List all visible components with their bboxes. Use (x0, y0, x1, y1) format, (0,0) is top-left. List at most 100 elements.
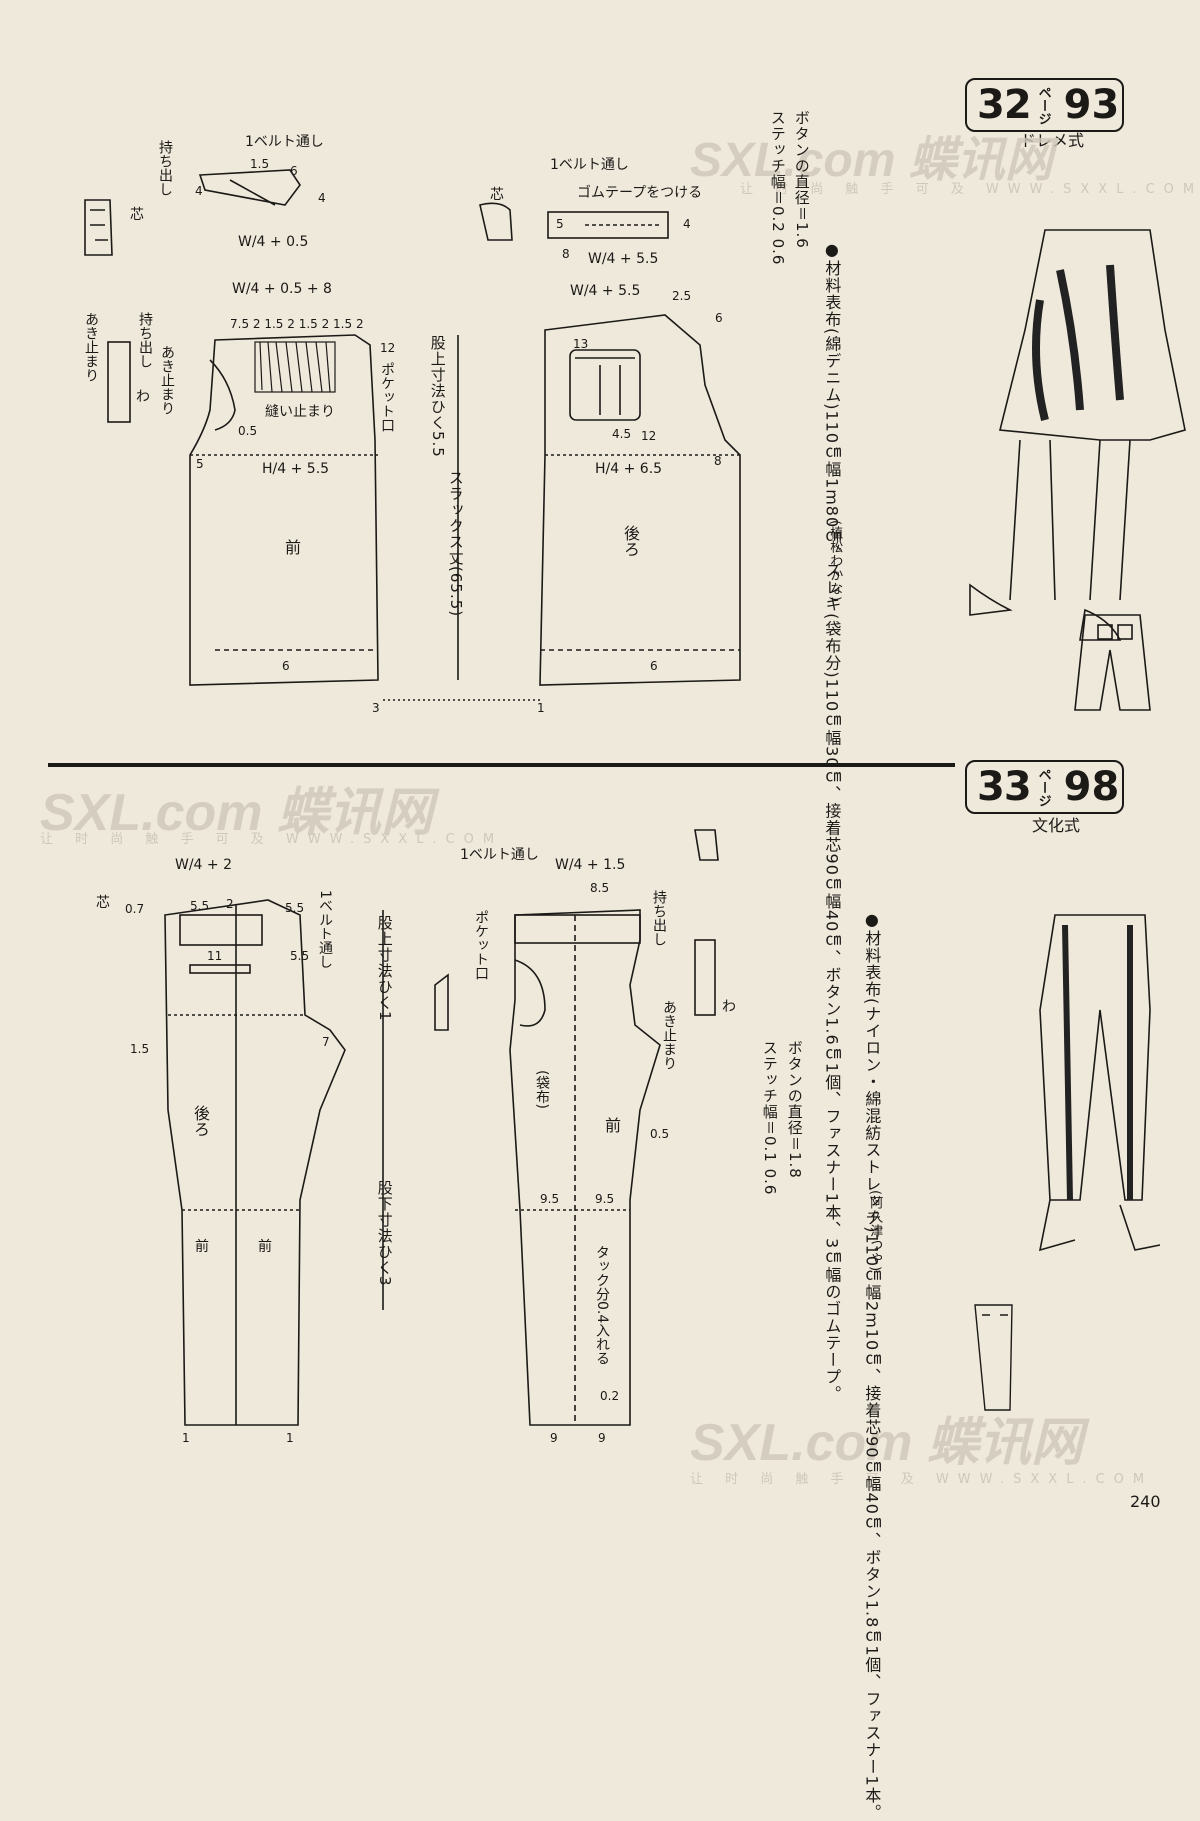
badge-33: 33 ページ 98 (965, 760, 1124, 814)
back-waist-formula-33: W/4 + 2 (175, 857, 233, 873)
dim-f-0-2: 0.2 (600, 1389, 620, 1403)
materials-32-text: 表布(綿デニム)110㎝幅1m80㎝、スレキ(袋布分)110㎝幅30㎝、接着芯9… (822, 294, 842, 1403)
dim-b-1-hem-right: 1 (286, 1431, 294, 1445)
page-number: 240 (1130, 1492, 1161, 1511)
belt-loop-33-left: 1ベルト通し (317, 890, 333, 969)
dim-b-1-hem-left: 1 (182, 1431, 190, 1445)
dim-b-2: 2 (226, 897, 234, 911)
label-akidomari-front: あき止まり (159, 345, 175, 415)
badge-32-page: 93 (1063, 82, 1120, 128)
pleat-dims-32: 7.5 2 1.5 2 1.5 2 1.5 2 (230, 317, 364, 331)
watermark-bottom: SXL.com 蝶讯网 (690, 1414, 1083, 1472)
bag-label-33: (袋布) (534, 1070, 550, 1109)
inseam-note-33: 股下寸法ひく3 (375, 1180, 394, 1287)
back-pattern-piece-33 (164, 899, 346, 1426)
label-akidomari-fly: あき止まり (83, 312, 99, 382)
dim-back-4-5: 4.5 (612, 427, 632, 441)
dim-f-0-5: 0.5 (650, 1127, 670, 1141)
materials-32: ●材料表布(綿デニム)110㎝幅1m80㎝、スレキ(袋布分)110㎝幅30㎝、接… (820, 240, 842, 1402)
label-mochidashi-front: 持ち出し (137, 312, 153, 368)
dim-4-belt-b: 4 (318, 191, 326, 205)
dim-back-12: 12 (641, 429, 657, 443)
back-waist-formula-32: W/4 + 5.5 (570, 283, 641, 299)
method-32: ドレメ式 (1020, 131, 1085, 150)
dim-back-1: 1 (537, 701, 545, 715)
shin-top-left: 芯 (130, 207, 144, 223)
dim-front-6: 6 (282, 659, 290, 673)
badge-33-page: 98 (1063, 764, 1120, 810)
materials-33-text: 表布(ナイロン・綿混紡ストレッチ)110㎝幅2m10㎝、接着芯90㎝幅40㎝、ボ… (862, 964, 882, 1821)
watermark-bottom-sub: 让 时 尚 触 手 可 及 WWW.SXXL.COM (690, 1472, 1154, 1487)
badge-32-page-marker: ページ (1035, 85, 1051, 125)
watermark-top: SXL.com 蝶讯网 (690, 134, 1053, 187)
front-title-32: 前 (285, 538, 302, 557)
designer-33: (阿久津つや) (867, 1190, 883, 1273)
crotch-note-33: 股上寸法ひく1 (375, 915, 394, 1022)
badge-33-page-marker: ページ (1035, 767, 1051, 807)
mochidashi-label-top: 持ち出し (157, 140, 173, 196)
back-front-mark-2: 前 (258, 1239, 272, 1255)
back-hip-formula-32: H/4 + 6.5 (595, 461, 663, 477)
stitch-note-32: ステッチ幅＝0.2 0.6 (768, 110, 787, 266)
elastic-tape-label: ゴムテープをつける (577, 185, 703, 201)
pocket-label-33: ポケット口 (473, 910, 489, 980)
front-title-33: 前 (605, 1116, 622, 1135)
belt-piece-top-left (198, 169, 301, 206)
belt-piece-top-right (547, 211, 669, 239)
dim-4-belt-right: 4 (683, 217, 691, 231)
pattern-drawings (48, 169, 1186, 1426)
belt-loop-label-top-left: 1ベルト通し (245, 134, 324, 150)
dim-f-9-5a: 9.5 (540, 1192, 560, 1206)
dim-f-9a: 9 (550, 1431, 558, 1445)
belt-loop-label-top-right: 1ベルト通し (550, 157, 629, 173)
front-pattern-piece-32 (189, 334, 379, 686)
jeans-flat-sketch (974, 1304, 1013, 1411)
shin-bottom-left: 芯 (96, 895, 110, 911)
dim-6-belt: 6 (290, 164, 298, 178)
badge-32: 32 ページ 93 (965, 78, 1124, 132)
watermark-mid-sub: 让 时 尚 触 手 可 及 WWW.SXXL.COM (40, 832, 504, 847)
wa-label-33: わ (722, 999, 736, 1015)
stitch-note-33: ステッチ幅＝0.1 0.6 (760, 1040, 779, 1196)
dim-8-belt-right: 8 (562, 247, 570, 261)
front-waist-formula-33: W/4 + 1.5 (555, 857, 626, 873)
label-wa-front: わ (136, 389, 150, 405)
dim-1-5-belt: 1.5 (250, 157, 270, 171)
akidomari-label-33: あき止まり (661, 1000, 677, 1070)
button-note-32: ボタンの直径＝1.6 (792, 110, 811, 249)
label-nuidomari-front: 縫い止まり (265, 404, 335, 420)
dim-f-9b: 9 (598, 1431, 606, 1445)
dim-f-9-5b: 9.5 (595, 1192, 615, 1206)
dim-front-0-5: 0.5 (238, 424, 258, 438)
dim-4-belt-a: 4 (195, 184, 203, 198)
dim-back-8: 8 (714, 454, 722, 468)
designer-32: (植松わかな) (827, 520, 843, 603)
badge-33-number: 33 (977, 764, 1032, 810)
belt-loop-33-right: 1ベルト通し (460, 847, 539, 863)
dim-back-25: 2.5 (672, 289, 692, 303)
dim-b-5-5a: 5.5 (190, 899, 210, 913)
dim-b-0-7: 0.7 (125, 902, 145, 916)
button-note-33: ボタンの直径＝1.8 (785, 1040, 804, 1179)
dim-b-1-5: 1.5 (130, 1042, 150, 1056)
label-pocket-front: ポケット口 (379, 362, 395, 432)
dim-5-belt-right: 5 (556, 217, 564, 231)
badge-32-number: 32 (977, 82, 1032, 128)
dim-back-6b: 6 (650, 659, 658, 673)
dim-front-3: 3 (372, 701, 380, 715)
back-front-mark-1: 前 (195, 1239, 209, 1255)
belt-formula-top-right: W/4 + 5.5 (588, 251, 659, 267)
dim-b-5-5c: 5.5 (290, 949, 310, 963)
back-title-32: 後ろ (621, 525, 640, 557)
dim-front-5: 5 (196, 457, 204, 471)
length-note-32: スラックス丈(65.5) (446, 470, 465, 618)
materials-32-heading: ●材料 (822, 240, 842, 294)
back-pattern-piece-32 (539, 314, 741, 686)
dim-b-11: 11 (207, 949, 223, 963)
materials-33-heading: ●材料 (862, 910, 882, 964)
pants-illustration-33 (1039, 914, 1151, 1201)
pants-illustration-32 (998, 229, 1186, 441)
shin-top-right: 芯 (490, 187, 504, 203)
method-33: 文化式 (1032, 816, 1081, 835)
mochidashi-label-33: 持ち出し (651, 890, 667, 946)
